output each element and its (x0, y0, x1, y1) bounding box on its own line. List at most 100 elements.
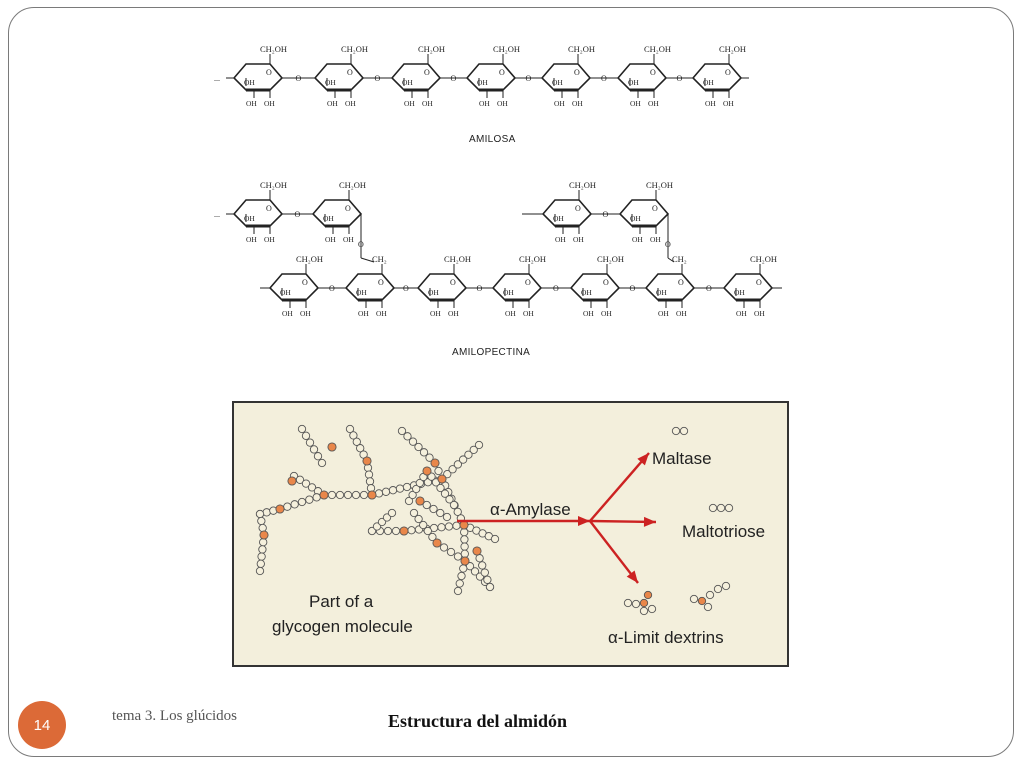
glucose-residue (290, 500, 299, 509)
glucose-residue (437, 523, 446, 532)
glucose-residue (255, 509, 265, 519)
svg-text:O: O (526, 74, 532, 83)
amylopectin-branch-unit: CH₂OH O OH OH OH (232, 180, 287, 244)
svg-text:OH: OH (572, 99, 583, 108)
glucose-residue (470, 567, 480, 576)
glucose-residue (623, 598, 633, 608)
glucose-residue (383, 526, 393, 536)
glucose-residue (453, 460, 463, 469)
svg-text:OH: OH (343, 235, 354, 244)
svg-text:OH: OH (327, 99, 338, 108)
glucose-residue (259, 538, 268, 547)
glucose-residue (414, 514, 423, 524)
svg-text:CH₂OH: CH₂OH (493, 44, 520, 54)
svg-text:O: O (553, 284, 559, 293)
svg-text:OH: OH (244, 214, 255, 223)
glucose-residue (708, 503, 718, 513)
glucose-residue (301, 479, 311, 488)
svg-text:OH: OH (628, 78, 639, 87)
glucose-residue (480, 568, 489, 577)
glucose-residue (408, 437, 418, 446)
svg-text:CH₂OH: CH₂OH (569, 180, 596, 190)
product-maltase: Maltase (652, 449, 712, 468)
glucose-residue (359, 490, 369, 500)
branch-point-residue (367, 490, 377, 500)
molecule-label-line2: glycogen molecule (272, 617, 413, 636)
glucose-residue (407, 526, 416, 535)
svg-text:...: ... (214, 210, 220, 219)
svg-text:O: O (678, 278, 684, 287)
glucose-residue (436, 483, 445, 493)
svg-text:O: O (652, 204, 658, 213)
svg-text:CH₂OH: CH₂OH (597, 254, 624, 264)
glucose-residue (428, 532, 437, 542)
glucose-residue (352, 437, 361, 446)
svg-text:OH: OH (656, 288, 667, 297)
glucose-residue (442, 512, 452, 522)
svg-text:O: O (345, 204, 351, 213)
branch-point-residue (422, 466, 432, 476)
svg-text:OH: OH (325, 78, 336, 87)
glucose-residue (436, 508, 445, 518)
footer-topic: tema 3. Los glúcidos (112, 708, 237, 724)
svg-text:O: O (329, 284, 335, 293)
glucose-residue (397, 426, 407, 436)
glucose-residue (474, 440, 484, 450)
glucose-residue (478, 561, 487, 570)
svg-text:OH: OH (325, 235, 336, 244)
svg-text:O: O (451, 74, 457, 83)
svg-text:CH₂OH: CH₂OH (260, 44, 287, 54)
glucose-residue (460, 542, 469, 551)
svg-text:OH: OH (264, 235, 275, 244)
svg-text:CH₂OH: CH₂OH (296, 254, 323, 264)
svg-text:OH: OH (523, 309, 534, 318)
glucose-residue (258, 545, 267, 554)
glucose-residue (257, 552, 266, 561)
svg-text:O: O (725, 68, 731, 77)
svg-text:O: O (266, 204, 272, 213)
glucose-residue (452, 521, 461, 530)
svg-text:OH: OH (264, 99, 275, 108)
svg-text:CH₂OH: CH₂OH (719, 44, 746, 54)
branch-point-residue (460, 556, 470, 566)
glucose-residue (453, 586, 463, 596)
svg-text:O: O (266, 68, 272, 77)
glucose-residue (364, 470, 374, 479)
svg-text:OH: OH (323, 214, 334, 223)
glucose-residue (391, 526, 401, 536)
svg-text:OH: OH (422, 99, 433, 108)
branch-point-residue (319, 490, 329, 500)
glucose-residue (716, 503, 726, 513)
svg-text:OH: OH (505, 309, 516, 318)
amylopectin-label: AMILOPECTINA (452, 347, 530, 358)
glucose-residue (283, 502, 292, 511)
svg-text:CH₂OH: CH₂OH (644, 44, 671, 54)
glucose-residue (305, 495, 314, 504)
panel-background (232, 401, 789, 667)
svg-text:O: O (525, 278, 531, 287)
svg-text:OH: OH (246, 235, 257, 244)
svg-text:OH: OH (703, 78, 714, 87)
glucose-residue (639, 606, 649, 616)
svg-text:OH: OH (244, 78, 255, 87)
glucose-residue (647, 604, 657, 614)
glucose-residue (262, 508, 271, 517)
glucose-residue (460, 528, 469, 537)
branch-point-residue (432, 538, 442, 548)
branch-point-residue (415, 496, 425, 506)
enzyme-label: α-Amylase (490, 500, 571, 519)
glucose-residue (444, 522, 454, 531)
glucose-residue (713, 584, 723, 594)
svg-text:OH: OH (650, 235, 661, 244)
svg-text:CH₂OH: CH₂OH (260, 180, 287, 190)
svg-text:OH: OH (723, 99, 734, 108)
svg-text:OH: OH (573, 235, 584, 244)
slide-title: Estructura del almidón (388, 711, 568, 731)
glucose-residue (724, 503, 734, 513)
glucose-residue (440, 489, 450, 498)
